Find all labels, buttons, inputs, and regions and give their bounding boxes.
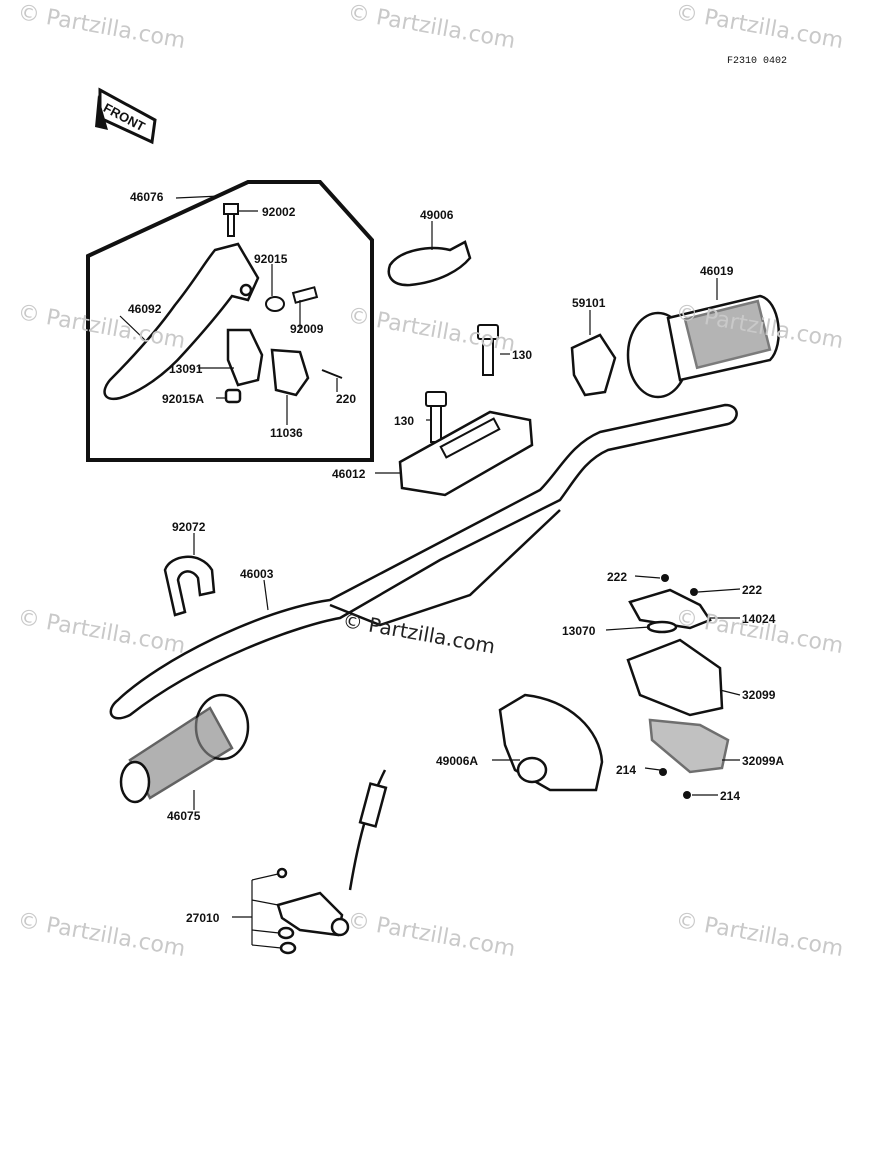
- collar-92015-shape: [265, 296, 285, 312]
- clutch-lever-shape: [103, 242, 260, 401]
- part-label-46003[interactable]: 46003: [240, 567, 274, 581]
- part-label-13091[interactable]: 13091: [169, 362, 203, 376]
- part-label-59101[interactable]: 59101: [572, 296, 606, 310]
- left-grip-shape: [119, 693, 250, 804]
- part-label-46075[interactable]: 46075: [167, 809, 201, 823]
- part-label-32099a[interactable]: 32099A: [742, 754, 785, 768]
- lever-holder-shape: [224, 328, 310, 404]
- screw-icons: [659, 574, 698, 799]
- throttle-cover-shape: [570, 333, 617, 397]
- bolt-92002-shape: [223, 203, 239, 237]
- part-label-130-lower[interactable]: 130: [394, 414, 415, 428]
- part-label-46019[interactable]: 46019: [700, 264, 734, 278]
- handlebar-shape: [109, 403, 738, 720]
- bolt-130-lower-shape: [425, 391, 447, 443]
- part-label-92009[interactable]: 92009: [290, 322, 324, 336]
- part-label-49006[interactable]: 49006: [420, 208, 454, 222]
- throttle-grip-shape: [626, 294, 780, 399]
- part-label-214-left[interactable]: 214: [616, 763, 637, 777]
- bolt-130-upper-shape: [477, 324, 499, 376]
- part-label-32099[interactable]: 32099: [742, 688, 776, 702]
- part-label-11036[interactable]: 11036: [270, 426, 303, 440]
- throttle-case-shape: [498, 693, 604, 792]
- part-label-14024[interactable]: 14024: [742, 612, 776, 626]
- part-label-220[interactable]: 220: [336, 392, 357, 406]
- part-label-92015a[interactable]: 92015A: [162, 392, 205, 406]
- adjuster-92009-shape: [291, 286, 319, 304]
- handlebar-clamp-shape: [398, 410, 534, 497]
- screw-220-shape: [321, 369, 343, 379]
- front-arrow-icon: [95, 87, 157, 145]
- kill-switch-shape: [276, 769, 388, 955]
- switch-housing-shape: [626, 588, 730, 774]
- diagram-code: F2310 0402: [727, 56, 788, 67]
- part-label-49006a[interactable]: 49006A: [436, 754, 479, 768]
- part-label-92002[interactable]: 92002: [262, 205, 296, 219]
- part-label-46076[interactable]: 46076: [130, 190, 164, 204]
- part-label-27010[interactable]: 27010: [186, 911, 220, 925]
- part-label-222-right[interactable]: 222: [742, 583, 763, 597]
- part-label-13070[interactable]: 13070: [562, 624, 596, 638]
- lever-assembly-outline: [86, 180, 374, 462]
- part-label-46092[interactable]: 46092: [128, 302, 162, 316]
- part-label-92015[interactable]: 92015: [254, 252, 288, 266]
- part-label-222-left[interactable]: 222: [607, 570, 628, 584]
- leader-lines: [119, 195, 741, 949]
- part-label-92072[interactable]: 92072: [172, 520, 206, 534]
- clamp-ring-shape: [163, 555, 216, 617]
- part-label-214-right[interactable]: 214: [720, 789, 741, 803]
- part-label-130-upper[interactable]: 130: [512, 348, 533, 362]
- part-label-46012[interactable]: 46012: [332, 467, 366, 481]
- lever-boot-shape: [387, 240, 472, 287]
